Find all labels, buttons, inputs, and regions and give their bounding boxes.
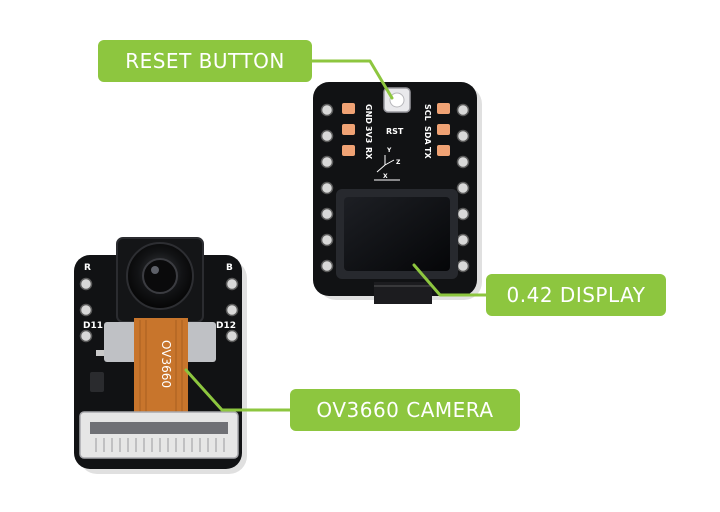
castellated-hole [320,259,334,273]
silk-sda: SDA [423,126,432,145]
castellated-hole [456,181,470,195]
reset-leader-line [310,59,394,100]
camera-callout: OV3660 CAMERA [290,389,520,431]
display-leader-line [412,263,488,297]
smd-component [96,350,108,356]
copper-pad [342,145,355,156]
silk-r: R [84,263,91,273]
silk-rx: RX [364,147,373,160]
silk-gnd: GND [364,104,373,124]
copper-pad [437,124,450,135]
silk-scl: SCL [423,104,432,121]
castellated-hole [456,103,470,117]
camera-leader-line [184,368,292,412]
camera-lens-glint [151,266,159,274]
castellated-hole [456,207,470,221]
castellated-hole [225,329,239,343]
oled-flex [374,282,432,304]
display-board: GND 3V3 RX SCL SDA TX RST X Y Z [313,82,482,304]
silk-b: B [226,263,233,273]
castellated-hole [456,155,470,169]
cable-label: OV3660 [159,340,173,388]
smd-component [90,372,104,392]
silk-d12: D12 [216,321,236,331]
castellated-hole [225,277,239,291]
camera-flex-cable [134,318,188,426]
castellated-hole [225,303,239,317]
reset-button-cap [389,92,405,108]
castellated-hole [456,259,470,273]
castellated-hole [320,207,334,221]
castellated-hole [79,277,93,291]
display-callout: 0.42 DISPLAY [486,274,666,316]
castellated-hole [79,329,93,343]
camera-board: R B D11 D12 OV3660 [74,237,247,474]
copper-pad [437,103,450,114]
castellated-hole [320,155,334,169]
silk-3v3: 3V3 [364,126,373,143]
fpc-connector-slot [90,422,228,434]
silk-axis-y: Y [386,147,392,154]
castellated-hole [320,129,334,143]
silk-axis-x: X [383,173,388,180]
oled-screen [344,197,450,271]
camera-lens-inner [142,258,178,294]
silk-axis-z: Z [396,159,401,166]
castellated-hole [456,233,470,247]
silk-tx: TX [423,147,432,159]
copper-pad [437,145,450,156]
copper-pad [342,103,355,114]
axis-marker [374,155,400,181]
castellated-hole [320,103,334,117]
castellated-hole [320,233,334,247]
silk-d11: D11 [83,321,103,331]
castellated-hole [79,303,93,317]
silk-rst: RST [386,127,404,136]
reset-button-callout: RESET BUTTON [98,40,312,82]
castellated-hole [456,129,470,143]
castellated-hole [320,181,334,195]
copper-pad [342,124,355,135]
